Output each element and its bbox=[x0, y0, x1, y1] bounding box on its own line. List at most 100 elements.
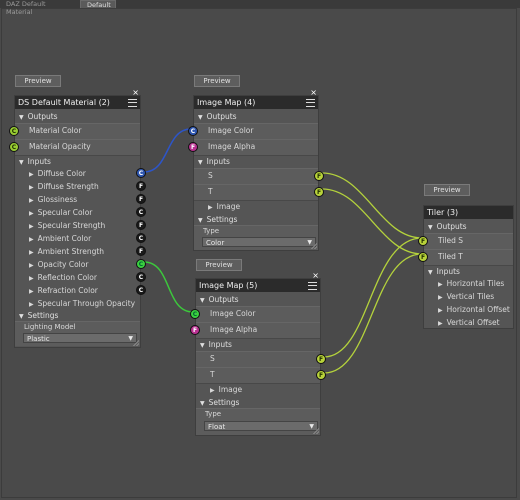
triangle-down-icon: ▼ bbox=[200, 342, 205, 349]
preview-button-ds[interactable]: Preview bbox=[15, 75, 61, 87]
resize-grip-icon[interactable] bbox=[133, 340, 139, 346]
output-image-alpha[interactable]: F Image Alpha bbox=[188, 139, 318, 156]
settings-section[interactable]: ▼Settings bbox=[198, 215, 238, 224]
port-f-icon[interactable]: F bbox=[136, 194, 146, 204]
port-f-icon[interactable]: F bbox=[136, 181, 146, 191]
input-specular-through-opacity[interactable]: ▶Specular Through Opacity bbox=[29, 299, 136, 308]
node-menu-icon[interactable] bbox=[128, 99, 137, 107]
output-image-color[interactable]: C Image Color bbox=[188, 123, 318, 140]
triangle-down-icon: ▼ bbox=[198, 159, 203, 166]
node-image-map-5[interactable]: × Image Map (5) ▼Outputs C Image Color F… bbox=[190, 271, 326, 436]
port-f-icon[interactable]: F bbox=[314, 171, 324, 181]
inputs-section[interactable]: ▼Inputs bbox=[198, 157, 230, 166]
node-ds-default-material[interactable]: × DS Default Material (2) ▼Outputs C Mat… bbox=[9, 88, 146, 348]
outputs-section[interactable]: ▼Outputs bbox=[428, 222, 467, 231]
input-horizontal-tiles[interactable]: ▶Horizontal Tiles bbox=[438, 279, 505, 288]
port-f-icon[interactable]: F bbox=[418, 236, 428, 246]
port-c-icon[interactable]: C bbox=[188, 126, 198, 136]
tab-default[interactable]: Default bbox=[80, 0, 116, 9]
chevron-down-icon: ▼ bbox=[309, 423, 314, 430]
node-title[interactable]: Tiler (3) bbox=[424, 206, 513, 219]
input-image[interactable]: ▶Image bbox=[210, 385, 243, 394]
inputs-section[interactable]: ▼Inputs bbox=[428, 267, 460, 276]
input-vertical-offset[interactable]: ▶Vertical Offset bbox=[438, 318, 500, 327]
wire-image-color-to-opacity bbox=[143, 261, 194, 313]
resize-grip-icon[interactable] bbox=[313, 428, 319, 434]
node-tiler-3[interactable]: Tiler (3) ▼Outputs F Tiled S F Tiled T ▼… bbox=[418, 205, 514, 329]
input-horizontal-offset[interactable]: ▶Horizontal Offset bbox=[438, 305, 510, 314]
port-c-icon[interactable]: C bbox=[9, 142, 19, 152]
output-image-color[interactable]: C Image Color bbox=[190, 306, 320, 323]
input-vertical-tiles[interactable]: ▶Vertical Tiles bbox=[438, 292, 495, 301]
preview-button-image-map-5[interactable]: Preview bbox=[196, 259, 242, 271]
lighting-model-dropdown[interactable]: Plastic▼ bbox=[23, 333, 137, 343]
port-f-icon[interactable]: F bbox=[136, 246, 146, 256]
shader-canvas[interactable] bbox=[1, 8, 517, 498]
port-c-icon[interactable]: C bbox=[136, 285, 146, 295]
input-s[interactable]: S F bbox=[194, 168, 324, 185]
port-c-icon[interactable]: C bbox=[136, 207, 146, 217]
settings-section[interactable]: ▼Settings bbox=[19, 311, 59, 320]
tab-daz-default-material[interactable]: DAZ Default Material bbox=[6, 0, 46, 16]
triangle-down-icon: ▼ bbox=[198, 217, 203, 224]
input-s[interactable]: S F bbox=[196, 351, 326, 368]
port-f-icon[interactable]: F bbox=[316, 354, 326, 364]
type-dropdown[interactable]: Float▼ bbox=[204, 421, 318, 431]
close-icon[interactable]: × bbox=[310, 88, 317, 97]
port-f-icon[interactable]: F bbox=[418, 252, 428, 262]
port-f-icon[interactable]: F bbox=[316, 370, 326, 380]
triangle-down-icon: ▼ bbox=[200, 297, 205, 304]
port-c-icon[interactable]: C bbox=[136, 259, 146, 269]
port-f-icon[interactable]: F bbox=[188, 142, 198, 152]
input-t[interactable]: T F bbox=[196, 367, 326, 384]
close-icon[interactable]: × bbox=[132, 88, 139, 97]
port-f-icon[interactable]: F bbox=[136, 220, 146, 230]
port-c-icon[interactable]: C bbox=[136, 272, 146, 282]
outputs-section[interactable]: ▼Outputs bbox=[200, 295, 239, 304]
port-f-icon[interactable]: F bbox=[190, 325, 200, 335]
node-title[interactable]: DS Default Material (2) bbox=[15, 96, 140, 109]
output-material-opacity[interactable]: C Material Opacity bbox=[9, 139, 140, 156]
node-image-map-4[interactable]: × Image Map (4) ▼Outputs C Image Color F… bbox=[188, 88, 324, 251]
triangle-down-icon: ▼ bbox=[428, 269, 433, 276]
type-dropdown[interactable]: Color▼ bbox=[202, 237, 316, 247]
triangle-right-icon: ▶ bbox=[438, 281, 443, 288]
input-t[interactable]: T F bbox=[194, 184, 324, 201]
output-image-alpha[interactable]: F Image Alpha bbox=[190, 322, 320, 339]
inputs-section[interactable]: ▼Inputs bbox=[200, 340, 232, 349]
close-icon[interactable]: × bbox=[312, 271, 319, 280]
output-material-color[interactable]: C Material Color bbox=[9, 123, 140, 140]
preview-button-tiler[interactable]: Preview bbox=[424, 184, 470, 196]
outputs-section[interactable]: ▼Outputs bbox=[198, 112, 237, 121]
input-image[interactable]: ▶Image bbox=[208, 202, 241, 211]
outputs-section[interactable]: ▼Outputs bbox=[19, 112, 58, 121]
setting-type: Type Color▼ bbox=[194, 225, 318, 250]
triangle-right-icon: ▶ bbox=[29, 184, 34, 191]
settings-section[interactable]: ▼Settings bbox=[200, 398, 240, 407]
port-c-icon[interactable]: C bbox=[136, 168, 146, 178]
node-menu-icon[interactable] bbox=[308, 282, 317, 290]
triangle-down-icon: ▼ bbox=[200, 400, 205, 407]
output-tiled-t[interactable]: F Tiled T bbox=[418, 249, 513, 266]
port-c-icon[interactable]: C bbox=[136, 233, 146, 243]
node-menu-icon[interactable] bbox=[306, 99, 315, 107]
output-tiled-s[interactable]: F Tiled S bbox=[418, 233, 513, 250]
node-title[interactable]: Image Map (5) bbox=[196, 279, 320, 292]
resize-grip-icon[interactable] bbox=[311, 243, 317, 249]
port-f-icon[interactable]: F bbox=[314, 187, 324, 197]
preview-button-image-map-4[interactable]: Preview bbox=[194, 75, 240, 87]
port-c-icon[interactable]: C bbox=[9, 126, 19, 136]
port-c-icon[interactable]: C bbox=[190, 309, 200, 319]
node-title[interactable]: Image Map (4) bbox=[194, 96, 318, 109]
inputs-section[interactable]: ▼Inputs bbox=[19, 157, 51, 166]
